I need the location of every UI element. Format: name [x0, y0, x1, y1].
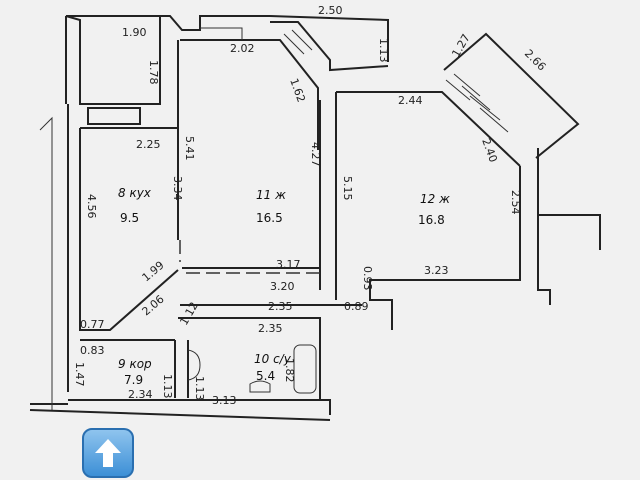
toilet — [249, 380, 271, 393]
dim-wall-334: 3.34 — [171, 176, 184, 201]
bathroom-area: 5.4 — [256, 369, 275, 383]
dim-balcony-width: 1.90 — [122, 26, 147, 39]
dim-corner-small: 1.13 — [377, 38, 390, 63]
dim-113-b: 1.13 — [193, 376, 206, 401]
dim-089: 0.89 — [344, 300, 369, 313]
dim-320: 3.20 — [270, 280, 295, 293]
dim-317: 3.17 — [276, 258, 301, 271]
dim-093: 0.93 — [361, 266, 374, 291]
dim-wall-515: 5.15 — [341, 176, 354, 201]
dim-235-a: 2.35 — [268, 300, 293, 313]
room12-label: 12 ж — [420, 192, 450, 206]
bathroom-label: 10 с/у — [254, 352, 292, 366]
dim-147: 1.47 — [73, 362, 86, 387]
dim-top-overall: 2.50 — [318, 4, 343, 17]
dim-wall-254: 2.54 — [509, 190, 522, 215]
openings — [39, 116, 320, 410]
dim-323: 3.23 — [424, 264, 449, 277]
room-labels: 8 кух 9.5 11 ж 16.5 12 ж 16.8 9 кор 7.9 … — [118, 186, 450, 387]
dim-corridor-top: 2.02 — [230, 42, 255, 55]
dim-wall-541: 5.41 — [183, 136, 196, 161]
room11-area: 16.5 — [256, 211, 283, 225]
dim-113-a: 1.13 — [161, 374, 174, 399]
dim-234: 2.34 — [128, 388, 153, 401]
kitchen-label: 8 кух — [118, 186, 152, 200]
dim-235-b: 2.35 — [258, 322, 283, 335]
arrow-up-icon — [95, 439, 121, 467]
dim-room12-top: 2.44 — [398, 94, 423, 107]
bathtub — [293, 344, 317, 394]
dim-077: 0.77 — [80, 318, 105, 331]
dim-wall-427: 4.27 — [309, 142, 322, 167]
sink — [187, 349, 201, 381]
up-arrow-button[interactable] — [82, 428, 134, 478]
dim-balcony-depth: 1.78 — [147, 60, 160, 85]
dim-wall-456: 4.56 — [85, 194, 98, 219]
dim-182: 1.82 — [283, 358, 296, 383]
fixtures — [187, 344, 317, 394]
dim-313: 3.13 — [212, 394, 237, 407]
dimension-labels: 2.50 1.90 1.78 2.02 1.13 1.62 1.27 2.66 … — [73, 4, 548, 407]
corridor-area: 7.9 — [124, 373, 143, 387]
kitchen-area: 9.5 — [120, 211, 139, 225]
dim-kitchen-top: 2.25 — [136, 138, 161, 151]
corridor-label: 9 кор — [118, 357, 152, 371]
room11-label: 11 ж — [256, 188, 286, 202]
dim-083: 0.83 — [80, 344, 105, 357]
walls — [29, 15, 601, 421]
room12-area: 16.8 — [418, 213, 445, 227]
